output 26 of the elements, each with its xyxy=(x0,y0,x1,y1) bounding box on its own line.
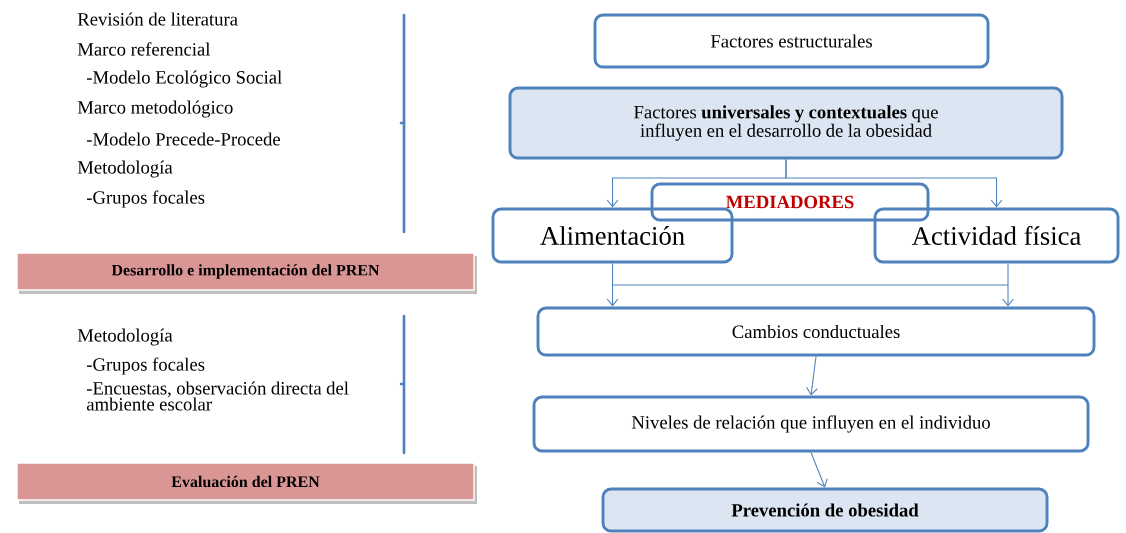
list-item: -Modelo Precede-Procede xyxy=(86,132,280,146)
list-item: -Encuestas, observación directa del ambiente escolar xyxy=(86,381,349,411)
list-item: Metodología xyxy=(77,328,173,346)
heading-box: MEDIADORES xyxy=(650,182,930,222)
list-item: Marco metodológico xyxy=(77,100,233,118)
connector xyxy=(611,284,1009,286)
process-box: Alimentación xyxy=(491,207,734,264)
arrow xyxy=(806,355,818,396)
result-box: Prevención de obesidad xyxy=(601,487,1049,533)
list-item: Metodología xyxy=(77,160,173,178)
process-box: Factores universales y contextuales que influyen en el desarrollo de la obesidad xyxy=(508,86,1064,160)
list-item: -Grupos focales xyxy=(86,357,205,375)
arrow xyxy=(810,451,828,488)
process-box: Factores estructurales xyxy=(593,13,990,69)
list-item: -Grupos focales xyxy=(86,190,205,208)
arrow xyxy=(785,158,1003,208)
process-box: Cambios conductuales xyxy=(536,306,1096,357)
list-item: Revisión de literatura xyxy=(77,12,238,26)
arrow xyxy=(606,262,619,307)
process-box: Niveles de relación que influyen en el individuo xyxy=(532,395,1090,453)
stage-banner: Desarrollo e implementación del PREN xyxy=(16,252,477,294)
arrow xyxy=(1002,262,1014,307)
list-item: -Modelo Ecológico Social xyxy=(86,70,282,88)
stage-banner: Evaluación del PREN xyxy=(16,462,477,504)
process-box: Actividad física xyxy=(873,207,1120,264)
list-item: Marco referencial xyxy=(77,42,211,56)
